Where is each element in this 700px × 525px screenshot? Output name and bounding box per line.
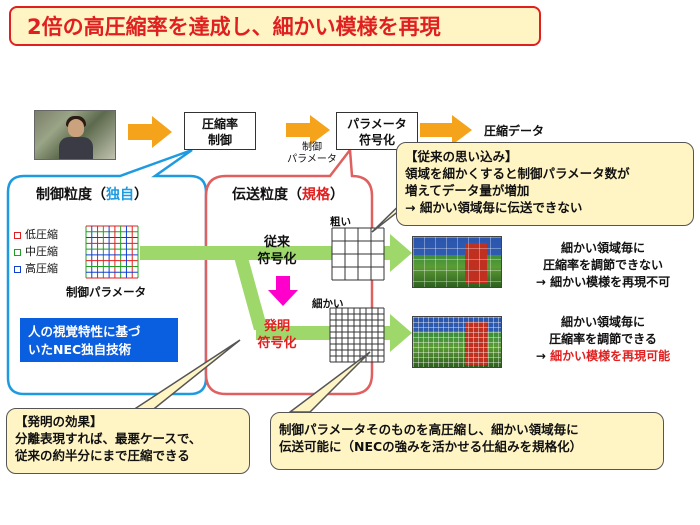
legend-item-low: 低圧縮 — [14, 226, 58, 243]
control-parameter-arrow-label: 制御 パラメータ — [287, 142, 337, 165]
green-bar-main — [140, 246, 240, 260]
legend-item-high: 高圧縮 — [14, 260, 58, 277]
conventional-coding-label: 従来 符号化 — [257, 235, 297, 267]
coarse-grid — [331, 227, 385, 281]
fine-label: 細かい — [312, 298, 344, 310]
invention-coding-label: 発明 符号化 — [257, 319, 297, 351]
control-parameter-caption: 制御パラメータ — [66, 285, 147, 299]
grid-background — [330, 308, 384, 362]
nec-technology-box: 人の視覚特性に基づ いたNEC独自技術 — [20, 318, 178, 362]
conventional-result-text: 細かい領域毎に 圧縮率を調節できない → 細かい模様を再現不可 — [535, 241, 671, 289]
improvement-arrow — [268, 276, 298, 306]
legend-swatch-red — [14, 231, 21, 239]
legend-swatch-green — [14, 248, 21, 256]
effect-callout: 【発明の効果】 分離表現すれば、最悪ケースで、 従来の約半分にまで圧縮できる — [6, 408, 250, 474]
invention-output-image — [412, 316, 502, 368]
belief-callout: 【従来の思い込み】 領域を細かくすると制御パラメータ数が 増えてデータ量が増加 … — [396, 142, 694, 226]
flow-arrow-1 — [128, 116, 172, 148]
legend-swatch-blue — [14, 265, 21, 273]
green-bar-branch — [232, 250, 268, 330]
person-figure — [59, 137, 93, 159]
page-title: 2倍の高圧縮率を達成し、細かい模様を再現 — [9, 6, 541, 46]
grid-background — [86, 226, 138, 278]
conventional-output-image — [412, 236, 502, 288]
standardization-callout: 制御パラメータそのものを高圧縮し、細かい領域毎に 伝送可能に（NECの強みを活か… — [270, 412, 664, 470]
flow-arrow-3 — [420, 115, 472, 145]
rate-control-box: 圧縮率 制御 — [184, 112, 256, 150]
compressed-data-label: 圧縮データ — [484, 124, 545, 138]
coarse-label: 粗い — [330, 216, 351, 228]
parameter-coding-box: パラメータ 符号化 — [336, 112, 418, 150]
legend-item-mid: 中圧縮 — [14, 243, 58, 260]
compression-legend: 低圧縮 中圧縮 高圧縮 — [14, 226, 58, 277]
reproducible-highlight: 細かい模様を再現可能 — [550, 349, 671, 363]
control-granularity-title: 制御粒度（独自） — [36, 187, 148, 203]
transmission-granularity-title: 伝送粒度（規格） — [232, 187, 344, 203]
page-title-text: 2倍の高圧縮率を達成し、細かい模様を再現 — [27, 15, 441, 39]
control-parameter-grid — [85, 225, 139, 279]
flow-arrow-2 — [286, 115, 330, 145]
invention-result-text: 細かい領域毎に 圧縮率を調節できる → 細かい模様を再現可能 — [535, 315, 671, 363]
fine-grid — [329, 307, 385, 363]
input-video-thumbnail — [34, 110, 116, 160]
green-bar-upper — [238, 234, 412, 272]
